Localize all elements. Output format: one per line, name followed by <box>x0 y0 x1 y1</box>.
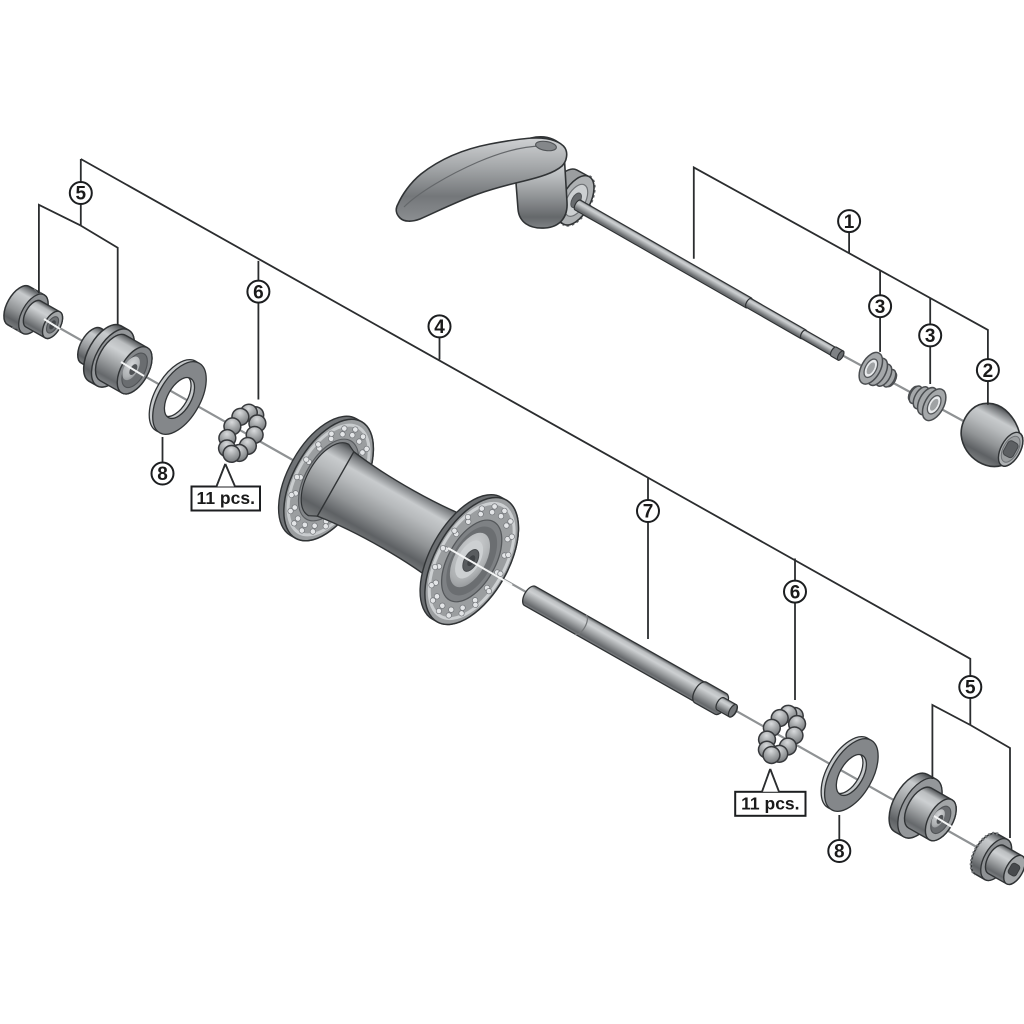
svg-text:1: 1 <box>844 212 855 233</box>
svg-text:3: 3 <box>925 326 936 347</box>
svg-text:8: 8 <box>157 464 168 485</box>
svg-text:6: 6 <box>253 282 264 303</box>
svg-text:11 pcs.: 11 pcs. <box>197 488 255 508</box>
svg-text:4: 4 <box>434 317 445 338</box>
svg-text:11 pcs.: 11 pcs. <box>741 793 799 813</box>
svg-text:6: 6 <box>790 582 801 603</box>
svg-text:7: 7 <box>643 502 654 523</box>
svg-text:5: 5 <box>965 678 976 699</box>
svg-text:8: 8 <box>834 842 845 863</box>
svg-text:5: 5 <box>76 184 87 205</box>
svg-text:3: 3 <box>875 297 886 318</box>
svg-text:2: 2 <box>983 361 994 382</box>
